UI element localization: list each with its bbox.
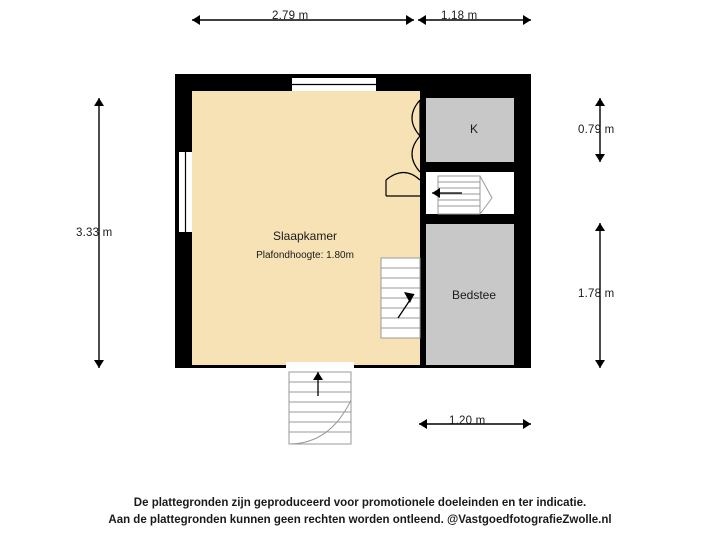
door-k — [411, 99, 421, 173]
stairs-interior — [380, 257, 421, 339]
right-outer-wall — [514, 91, 531, 365]
room-fill-k — [424, 98, 524, 162]
footer-line-1: De plattegronden zijn geproduceerd voor … — [133, 497, 587, 509]
bottom-opening — [286, 362, 354, 370]
room-fill-bedstee — [424, 224, 524, 365]
room-label-bedstee: Bedstee — [451, 288, 497, 302]
stairs-interior-direction-arrow — [397, 292, 415, 319]
stairs-bottom-direction-arrow — [313, 372, 323, 396]
dimension-label-left: 3.33 m — [76, 227, 113, 239]
dimension-arrow-left — [94, 98, 104, 368]
room-label-k: K — [469, 122, 478, 136]
dimension-arrow-top-right — [418, 15, 531, 25]
dimension-label-bottom-right: 1.20 m — [449, 415, 486, 427]
room-sublabel-slaapkamer: Plafondhoogte: 1.80m — [256, 250, 354, 261]
dimension-label-top-left: 2.79 m — [272, 10, 309, 22]
partition-vertical — [420, 91, 426, 365]
partition-hall-bedstee — [420, 214, 524, 220]
footer-line-2: Aan de plattegronden kunnen geen rechten… — [108, 514, 612, 526]
door-hall — [385, 171, 421, 197]
stairs-bottom — [288, 371, 352, 445]
dimension-label-right-upper: 0.79 m — [578, 124, 615, 136]
dimension-label-top-right: 1.18 m — [441, 10, 478, 22]
partition-k-hall — [420, 162, 524, 168]
hall-stairs-direction-arrow — [432, 188, 462, 198]
dimension-arrow-top-left — [192, 15, 414, 25]
dimension-arrow-bottom-right — [419, 419, 531, 429]
room-label-slaapkamer: Slaapkamer — [272, 229, 338, 243]
dimension-arrow-right-upper — [595, 98, 605, 162]
hall-stairs — [437, 175, 493, 215]
dimension-arrow-right-lower — [595, 223, 605, 368]
dimension-label-right-lower: 1.78 m — [578, 288, 615, 300]
